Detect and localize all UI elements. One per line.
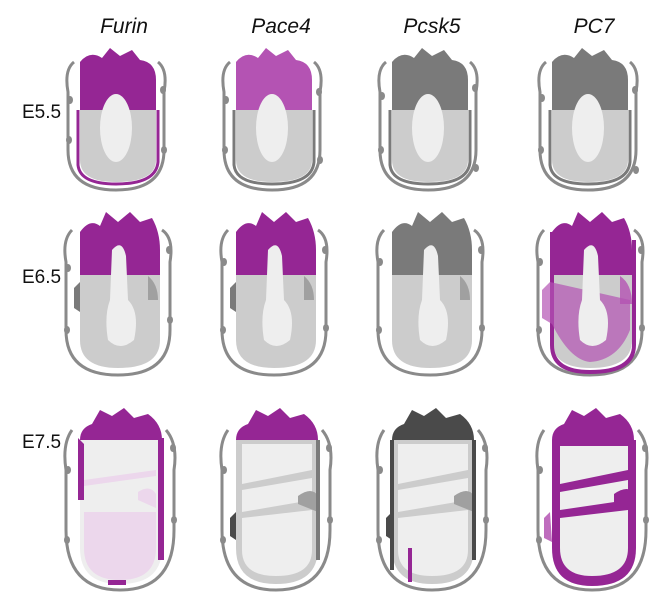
embryo-pc7-e7-5 <box>536 408 649 590</box>
embryo-pcsk5-e7-5 <box>376 408 489 590</box>
row-label-e6-5: E6.5 <box>22 267 61 288</box>
embryo-furin-e5-5 <box>66 48 167 190</box>
row-label-e7-5: E7.5 <box>22 432 61 453</box>
column-label-pcsk5: Pcsk5 <box>403 15 461 38</box>
row-label-e5-5: E5.5 <box>22 102 61 123</box>
embryo-furin-e7-5 <box>64 408 177 590</box>
embryo-furin-e6-5 <box>64 212 173 375</box>
embryo-pc7-e5-5 <box>538 48 639 190</box>
embryo-pace4-e6-5 <box>220 212 329 375</box>
column-label-pace4: Pace4 <box>251 15 311 38</box>
embryo-pc7-e6-5 <box>536 212 645 375</box>
column-label-furin: Furin <box>100 15 148 38</box>
embryo-pace4-e7-5 <box>220 408 333 590</box>
embryo-pcsk5-e5-5 <box>378 48 479 190</box>
embryo-pcsk5-e6-5 <box>376 212 485 375</box>
column-label-pc7: PC7 <box>574 15 616 38</box>
embryo-pace4-e5-5 <box>222 48 323 190</box>
